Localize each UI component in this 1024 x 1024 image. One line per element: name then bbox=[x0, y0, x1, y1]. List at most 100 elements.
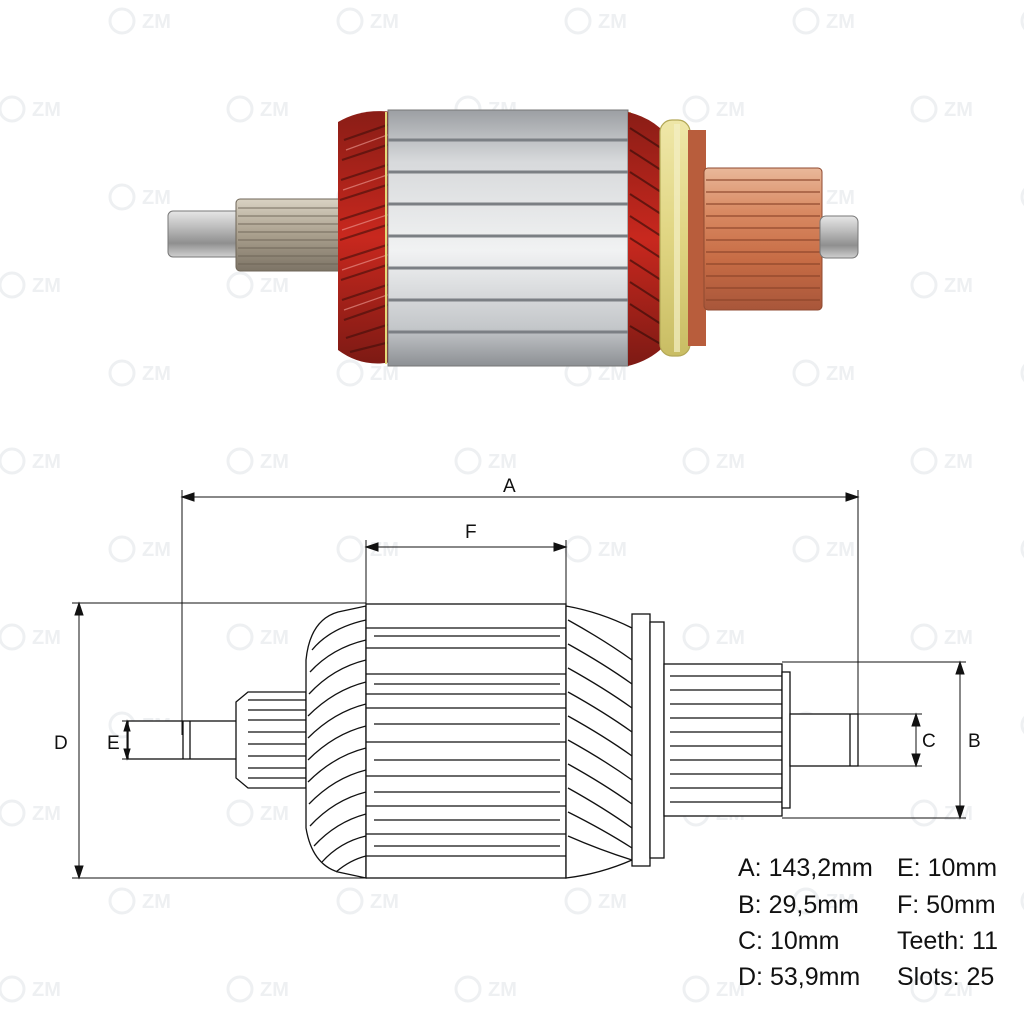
watermark-logo: ZM bbox=[1020, 891, 1024, 911]
watermark-logo: ZM bbox=[226, 271, 289, 299]
svg-text:ZM: ZM bbox=[716, 451, 745, 473]
photo-right-shaft bbox=[819, 215, 859, 259]
watermark-logo: ZM bbox=[226, 975, 289, 1003]
svg-text:ZM: ZM bbox=[142, 539, 171, 561]
svg-text:ZM: ZM bbox=[826, 11, 855, 33]
svg-text:ZM: ZM bbox=[944, 451, 973, 473]
svg-text:ZM: ZM bbox=[716, 99, 745, 121]
watermark-logo: ZM bbox=[0, 447, 61, 475]
watermark-logo: ZM bbox=[564, 887, 627, 915]
watermark-logo: ZM bbox=[682, 447, 745, 475]
svg-text:ZM: ZM bbox=[826, 187, 855, 209]
svg-text:ZM: ZM bbox=[370, 363, 399, 385]
drawing-pinion-gear bbox=[235, 691, 307, 789]
watermark-logo: ZM bbox=[1020, 11, 1024, 31]
watermark-logo: ZM bbox=[454, 975, 517, 1003]
photo-left-shaft bbox=[167, 210, 243, 258]
svg-text:ZM: ZM bbox=[32, 627, 61, 649]
spec-c: C: 10mm bbox=[738, 927, 840, 955]
svg-text:ZM: ZM bbox=[598, 539, 627, 561]
svg-text:ZM: ZM bbox=[598, 891, 627, 913]
drawing-left-windings bbox=[305, 605, 367, 879]
svg-text:ZM: ZM bbox=[826, 891, 855, 913]
watermark-logo: ZM bbox=[564, 535, 627, 563]
watermark-logo: ZM bbox=[910, 447, 973, 475]
spec-slots: Slots: 25 bbox=[897, 963, 995, 991]
drawing-right-shaft bbox=[789, 713, 859, 767]
watermark-logo: ZM bbox=[564, 7, 627, 35]
watermark-logo: ZM bbox=[0, 271, 61, 299]
spec-f: F: 50mm bbox=[897, 891, 996, 919]
watermark-logo: ZM bbox=[0, 95, 61, 123]
photo-insulation-ring bbox=[659, 119, 691, 357]
watermark-logo: ZM bbox=[336, 7, 399, 35]
dimension-label-f: F bbox=[465, 522, 477, 543]
svg-text:ZM: ZM bbox=[260, 979, 289, 1001]
watermark-logo: ZM bbox=[910, 975, 973, 1003]
watermark-logo: ZM bbox=[226, 447, 289, 475]
svg-text:ZM: ZM bbox=[142, 891, 171, 913]
spec-e: E: 10mm bbox=[897, 854, 998, 882]
svg-text:ZM: ZM bbox=[260, 803, 289, 825]
svg-text:ZM: ZM bbox=[716, 627, 745, 649]
drawing-right-windings bbox=[565, 605, 633, 879]
svg-text:ZM: ZM bbox=[370, 891, 399, 913]
svg-text:ZM: ZM bbox=[944, 99, 973, 121]
svg-text:ZM: ZM bbox=[32, 99, 61, 121]
svg-text:ZM: ZM bbox=[260, 451, 289, 473]
watermark-logo: ZM bbox=[336, 535, 399, 563]
svg-text:ZM: ZM bbox=[32, 979, 61, 1001]
drawing-commutator bbox=[663, 663, 791, 817]
watermark-logo: ZM bbox=[226, 623, 289, 651]
watermark-logo: ZM bbox=[910, 799, 973, 827]
watermark-logo: ZM bbox=[454, 447, 517, 475]
watermark-logo: ZM bbox=[0, 623, 61, 651]
drawing-armature-core bbox=[365, 603, 567, 879]
photo-armature-core bbox=[385, 109, 631, 367]
svg-text:ZM: ZM bbox=[370, 11, 399, 33]
watermark-logo: ZM bbox=[682, 975, 745, 1003]
svg-text:ZM: ZM bbox=[260, 275, 289, 297]
watermark-logo: ZM bbox=[108, 183, 171, 211]
svg-text:ZM: ZM bbox=[488, 451, 517, 473]
svg-text:ZM: ZM bbox=[142, 187, 171, 209]
dimension-label-c: C bbox=[922, 731, 936, 752]
watermark-logo: ZM bbox=[1020, 539, 1024, 559]
watermark-logo: ZM bbox=[226, 95, 289, 123]
dimension-label-d: D bbox=[54, 733, 68, 754]
svg-text:ZM: ZM bbox=[142, 363, 171, 385]
drawing-insulation-ring bbox=[631, 613, 665, 867]
watermark-logo: ZM bbox=[910, 95, 973, 123]
watermark-logo: ZM bbox=[682, 623, 745, 651]
watermark-logo: ZM bbox=[910, 623, 973, 651]
svg-text:ZM: ZM bbox=[32, 275, 61, 297]
dimension-label-b: B bbox=[968, 731, 981, 752]
photo-commutator bbox=[688, 130, 823, 346]
dimension-label-e: E bbox=[107, 733, 120, 754]
svg-text:ZM: ZM bbox=[944, 979, 973, 1001]
watermark-logo: ZM bbox=[0, 799, 61, 827]
spec-teeth: Teeth: 11 bbox=[897, 927, 999, 955]
watermark-logo: ZM bbox=[792, 359, 855, 387]
svg-text:ZM: ZM bbox=[32, 803, 61, 825]
svg-text:ZM: ZM bbox=[32, 451, 61, 473]
svg-text:ZM: ZM bbox=[488, 979, 517, 1001]
svg-text:ZM: ZM bbox=[142, 11, 171, 33]
spec-b: B: 29,5mm bbox=[738, 891, 859, 919]
svg-text:ZM: ZM bbox=[944, 275, 973, 297]
dimension-letters: A F D E C B bbox=[54, 476, 981, 754]
dimension-label-a: A bbox=[503, 476, 516, 497]
svg-text:ZM: ZM bbox=[260, 99, 289, 121]
watermark-logo: ZM bbox=[226, 799, 289, 827]
watermark-logo: ZM bbox=[1020, 363, 1024, 383]
svg-text:ZM: ZM bbox=[598, 11, 627, 33]
watermark-logo: ZM bbox=[792, 887, 855, 915]
photo-pinion-gear bbox=[235, 198, 345, 272]
svg-text:ZM: ZM bbox=[826, 539, 855, 561]
watermark-logo: ZM bbox=[108, 7, 171, 35]
armature-photo bbox=[167, 109, 859, 367]
photo-left-windings bbox=[338, 111, 392, 364]
watermark-logo: ZM bbox=[108, 887, 171, 915]
watermark-logo: ZM bbox=[682, 95, 745, 123]
